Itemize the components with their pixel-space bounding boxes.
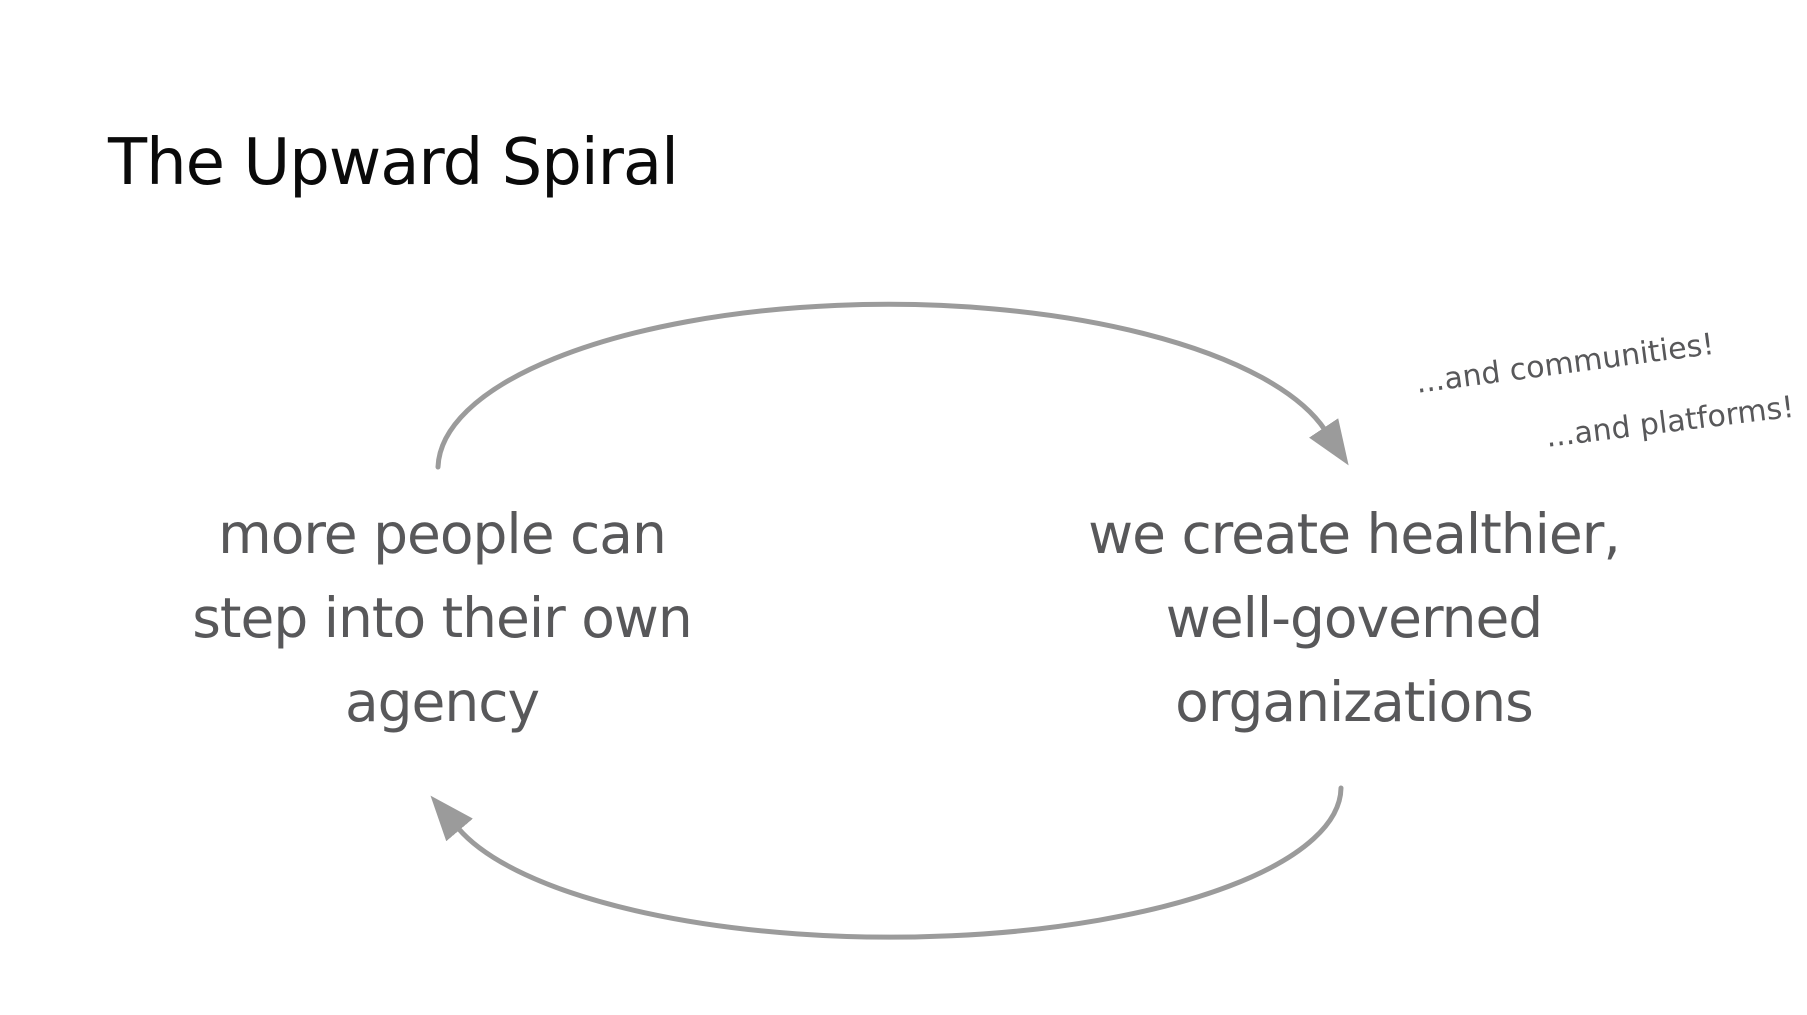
page-title: The Upward Spiral xyxy=(108,126,679,200)
node-agency: more people can step into their own agen… xyxy=(112,492,772,744)
node-agency-line: agency xyxy=(344,670,540,734)
cycle-arrow-bottom xyxy=(430,785,1344,940)
node-organizations: we create healthier, well-governed organ… xyxy=(1024,492,1684,744)
cycle-arrow-top xyxy=(435,301,1349,470)
node-agency-line: more people can xyxy=(218,502,667,566)
node-organizations-line: well-governed xyxy=(1165,586,1543,650)
node-agency-line: step into their own xyxy=(192,586,692,650)
node-organizations-line: we create healthier, xyxy=(1088,502,1621,566)
node-organizations-line: organizations xyxy=(1175,670,1534,734)
